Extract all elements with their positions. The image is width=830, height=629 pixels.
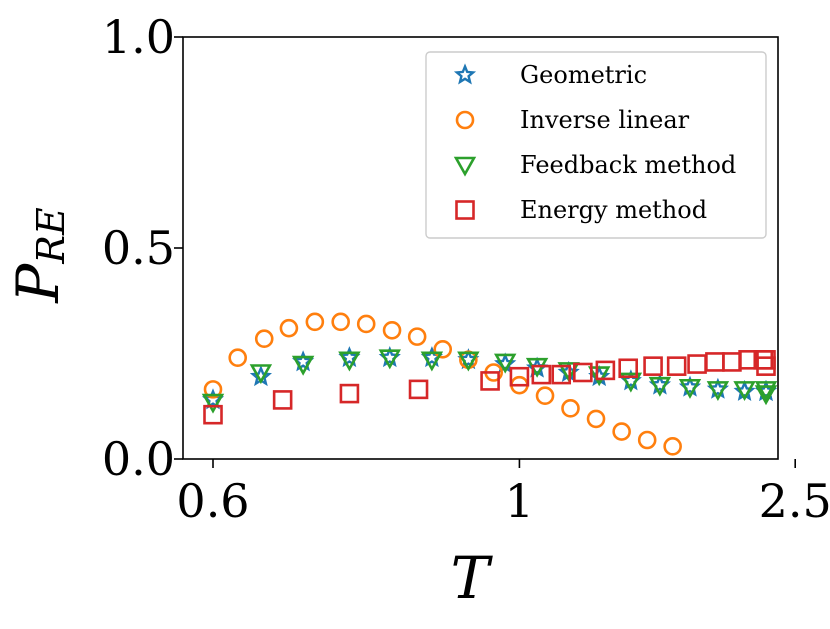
data-point [643, 356, 663, 376]
data-point [619, 372, 643, 393]
data-point [420, 351, 444, 372]
legend-marker [453, 156, 477, 177]
data-point [722, 352, 742, 372]
series-feedback-method [201, 349, 778, 414]
y-tick-label: 0.0 [102, 432, 175, 486]
data-point [756, 356, 776, 376]
legend-label: Energy method [520, 196, 707, 224]
y-tick-label: 0.5 [102, 221, 175, 275]
data-point [586, 409, 606, 429]
series-inverse-linear [203, 312, 682, 456]
data-point [706, 381, 730, 402]
data-point [754, 385, 778, 406]
data-point [754, 381, 778, 402]
data-point [587, 366, 611, 387]
data-point [595, 360, 616, 381]
data-point [612, 422, 631, 441]
legend-box [425, 51, 767, 239]
data-point [356, 314, 376, 334]
data-point [254, 329, 274, 349]
data-point [573, 362, 593, 383]
data-point [382, 320, 402, 340]
y-tick-label: 1.0 [102, 10, 175, 64]
data-point [272, 390, 293, 410]
data-point [618, 358, 638, 379]
data-point [249, 364, 273, 385]
data-point [338, 351, 361, 372]
data-point [551, 364, 572, 385]
data-point [561, 399, 580, 418]
data-point [648, 376, 672, 397]
y-axis-title-main: P [4, 263, 72, 304]
data-point [480, 371, 500, 391]
data-point [678, 378, 702, 399]
legend-label: Feedback method [520, 151, 736, 179]
data-point [201, 388, 225, 410]
x-axis-title: T [451, 544, 494, 612]
data-point [228, 348, 248, 368]
data-point [291, 350, 315, 372]
data-point [408, 379, 429, 400]
legend-label: Inverse linear [520, 106, 690, 134]
x-tick-label: 2.5 [759, 474, 830, 528]
data-point [733, 381, 756, 402]
data-point [339, 383, 360, 404]
data-point [291, 355, 315, 376]
data-point [535, 386, 555, 406]
legend-marker [455, 200, 475, 220]
svg-text:PRE: PRE [4, 207, 73, 304]
x-tick-label: 0.6 [176, 474, 249, 528]
data-point [637, 430, 657, 450]
data-point [663, 437, 682, 456]
legend-marker [455, 110, 475, 130]
data-point [666, 356, 687, 376]
data-point [338, 346, 361, 368]
data-point [705, 352, 725, 372]
data-point [378, 349, 402, 370]
data-point [305, 312, 325, 332]
data-point [531, 364, 552, 385]
x-tick-label: 1 [505, 474, 534, 528]
y-axis-title: PRE [4, 207, 73, 304]
data-point [203, 380, 223, 399]
legend-label: Geometric [520, 61, 647, 89]
legend-marker [453, 63, 477, 85]
axis-ticks: 0.0 0.5 1.0 0.6 1 2.5 [102, 10, 830, 528]
data-point [407, 327, 427, 346]
data-point [433, 339, 453, 359]
data-point [457, 351, 480, 372]
plot-area [182, 36, 779, 460]
data-point [493, 353, 517, 374]
data-point [509, 366, 530, 387]
data-point [331, 312, 350, 332]
data-point [279, 318, 299, 338]
data-point [203, 404, 223, 425]
data-point [201, 393, 225, 414]
data-point [687, 354, 707, 374]
y-axis-title-sub: RE [29, 207, 73, 265]
series-energy-method [203, 350, 776, 425]
